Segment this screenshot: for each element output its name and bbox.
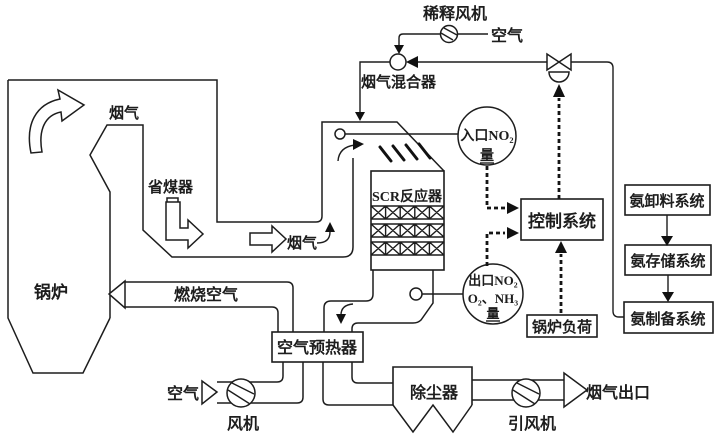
outlet-analyzer-circle xyxy=(462,263,524,325)
outlet-signal-line xyxy=(485,231,505,266)
air-preheater-box xyxy=(271,331,364,363)
storage-to-preparation-arrowhead xyxy=(662,292,674,302)
boiler-partition xyxy=(89,124,354,318)
plenum-turn-arrowhead xyxy=(353,139,364,150)
preheater-to-dust-duct xyxy=(322,362,393,406)
ammonia-preparation-box xyxy=(623,301,714,334)
economizer-label: 省煤器 xyxy=(147,178,194,196)
outlet-signal-arrowhead xyxy=(507,227,519,239)
plenum-turn-arrow xyxy=(337,144,356,162)
ammonia-preparation-label: 氨制备系统 xyxy=(630,310,705,328)
combustion-air-arrowhead xyxy=(107,279,126,310)
riser-flow-line xyxy=(316,231,331,244)
load-signal-arrowhead xyxy=(555,241,567,253)
ammonia-storage-box xyxy=(624,244,712,276)
flue-outlet-arrow xyxy=(563,371,589,409)
valve-to-mixer-arrowhead xyxy=(406,56,418,68)
reactor-outlet-left-wall xyxy=(323,270,374,332)
economizer-flow-arrow xyxy=(165,201,205,250)
boiler-hopper xyxy=(7,80,111,374)
ammonia-supply-line xyxy=(571,61,624,318)
cold-air-duct xyxy=(217,362,304,404)
inlet-signal-arrowhead xyxy=(507,202,519,214)
inlet-sensor-tap xyxy=(334,128,346,140)
fan-blades xyxy=(227,382,255,405)
combustion-air-label: 燃烧空气 xyxy=(174,285,238,304)
boiler-flue-gas-label: 烟气 xyxy=(109,104,139,122)
inlet-analyzer-line1: 入口NO₂ xyxy=(460,128,513,144)
outlet-sensor-tap xyxy=(409,287,423,301)
id-fan-blades xyxy=(512,382,540,405)
dust-collector-box xyxy=(392,366,473,405)
air-preheater-label: 空气预热器 xyxy=(277,338,358,357)
boiler-label: 锅炉 xyxy=(34,282,68,302)
flue-gas-mixer-symbol xyxy=(389,53,407,71)
catalyst-layer-3 xyxy=(370,241,445,256)
outlet-analyzer-line2: O₂、NH₃ xyxy=(468,291,519,306)
air-inlet-arrow xyxy=(201,379,219,406)
catalyst-layer-2 xyxy=(370,223,445,238)
mixer-to-plenum-arrowhead xyxy=(355,112,365,121)
fan-symbol xyxy=(226,378,256,408)
control-system-label: 控制系统 xyxy=(528,211,596,231)
combustion-air-duct xyxy=(125,281,294,332)
mixer-label: 烟气混合器 xyxy=(361,73,437,91)
dilution-fan-symbol xyxy=(439,24,459,44)
dust-collector-label: 除尘器 xyxy=(410,383,459,402)
dilution-air-line xyxy=(398,33,488,46)
id-fan-label: 引风机 xyxy=(508,414,556,433)
reactor-outlet-right-wall xyxy=(351,270,434,332)
flue-duct-arrow xyxy=(249,224,288,254)
air-inlet-label: 空气 xyxy=(167,384,199,403)
fan-label: 风机 xyxy=(227,414,259,433)
inlet-analyzer-line2: 量 xyxy=(480,148,494,164)
catalyst-layer-1 xyxy=(370,205,445,220)
inlet-signal-line xyxy=(485,166,505,210)
dilution-fan-blades xyxy=(440,27,458,41)
preheater-inlet-arrow xyxy=(340,303,354,316)
dilution-air-label: 空气 xyxy=(491,26,523,45)
flue-duct-label: 烟气 xyxy=(287,234,317,252)
boiler-outline xyxy=(8,79,445,223)
valve-actuator xyxy=(548,71,570,83)
mixer-to-plenum-line xyxy=(359,61,390,112)
boiler-load-label: 锅炉负荷 xyxy=(532,318,592,336)
injection-grid xyxy=(378,142,432,163)
riser-flow-arrowhead xyxy=(325,222,335,232)
ammonia-valve xyxy=(546,52,572,72)
scr-reactor-label: SCR反应器 xyxy=(372,188,443,205)
control-system-box xyxy=(520,198,604,241)
id-fan-symbol xyxy=(511,378,541,408)
flue-outlet-label: 烟气出口 xyxy=(586,383,650,402)
dust-collector-hopper xyxy=(392,403,473,434)
valve-signal-arrowhead xyxy=(553,84,565,97)
outlet-analyzer-line3: 量 xyxy=(486,306,499,321)
ammonia-unloading-label: 氨卸料系统 xyxy=(629,192,704,210)
furnace-flow-arrow xyxy=(28,88,86,154)
boiler-load-box xyxy=(526,314,598,338)
ammonia-storage-label: 氨存储系统 xyxy=(630,252,705,270)
preheater-inlet-arrowhead xyxy=(336,314,346,324)
inlet-analyzer-circle xyxy=(457,106,517,166)
unloading-to-storage-arrowhead xyxy=(661,236,673,246)
dilution-air-arrowhead xyxy=(394,45,404,54)
outlet-analyzer-line1: 出口NO₂ xyxy=(468,273,518,288)
dilution-fan-label: 稀释风机 xyxy=(423,4,487,23)
